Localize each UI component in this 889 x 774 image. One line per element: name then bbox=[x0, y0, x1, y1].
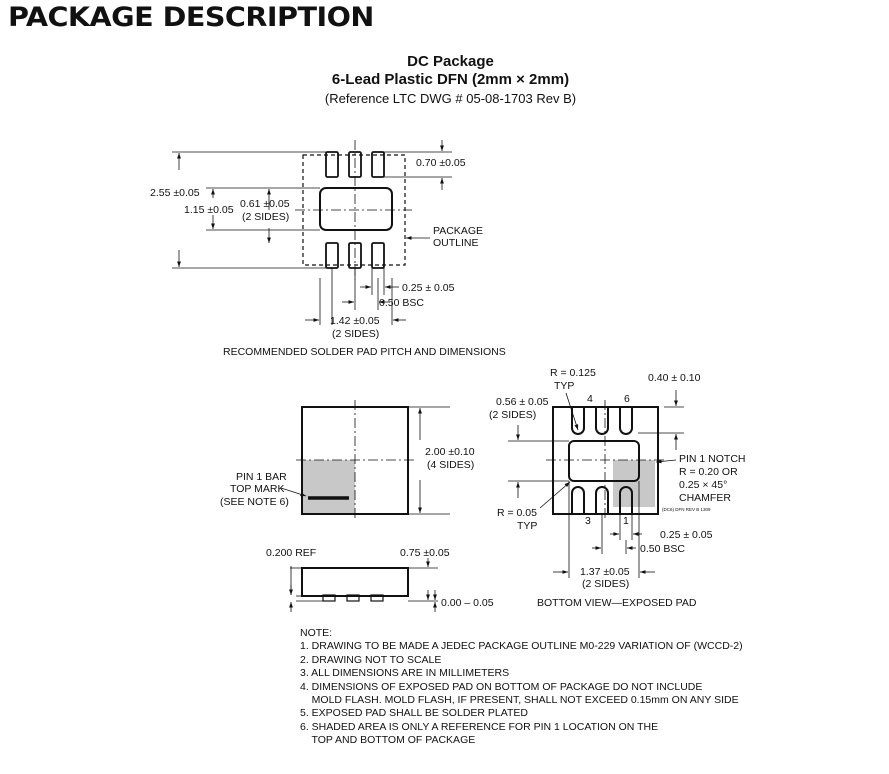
note-item: 4. DIMENSIONS OF EXPOSED PAD ON BOTTOM O… bbox=[300, 680, 703, 693]
dim-pad-width-note: (2 SIDES) bbox=[489, 409, 536, 421]
solder-pad-lead bbox=[371, 151, 385, 178]
dim-standoff: 0.00 – 0.05 bbox=[441, 597, 494, 609]
pin-number: 1 bbox=[623, 515, 629, 527]
bottom-lead bbox=[595, 407, 609, 435]
solder-pad-lead bbox=[348, 151, 362, 178]
dim-pitch: 0.50 BSC bbox=[379, 297, 424, 309]
side-view-lead bbox=[370, 594, 384, 602]
outline-label: OUTLINE bbox=[433, 237, 479, 249]
top-view bbox=[280, 400, 450, 520]
bottom-lead bbox=[571, 407, 585, 435]
dim-lead-length: 0.70 ±0.05 bbox=[416, 157, 466, 169]
pin1-label: TOP MARK bbox=[230, 483, 284, 495]
note-item: 6. SHADED AREA IS ONLY A REFERENCE FOR P… bbox=[300, 720, 659, 733]
outline-label: PACKAGE bbox=[433, 225, 483, 237]
dim-radius-top-note: TYP bbox=[554, 380, 574, 392]
solder-center-pad bbox=[319, 187, 393, 231]
dim-total: 1.37 ±0.05 bbox=[580, 566, 630, 578]
bottom-view-labels: R = 0.125 TYP 0.40 ± 0.10 0.56 ± 0.05 (2… bbox=[489, 367, 746, 609]
package-title: DC Package bbox=[407, 53, 494, 70]
dim-pad-width: 0.61 ±0.05 bbox=[240, 198, 290, 210]
solder-pad-labels: 2.55 ±0.05 1.15 ±0.05 0.61 ±0.05 (2 SIDE… bbox=[150, 157, 506, 358]
dim-height: 0.75 ±0.05 bbox=[400, 547, 450, 559]
page-title: PACKAGE DESCRIPTION bbox=[8, 2, 374, 33]
dim-radius-bottom: R = 0.05 bbox=[497, 507, 537, 519]
note-item: 2. DRAWING NOT TO SCALE bbox=[300, 653, 442, 666]
side-view-lead bbox=[322, 594, 336, 602]
dim-total-note: (2 SIDES) bbox=[582, 578, 629, 590]
dim-radius-top: R = 0.125 bbox=[550, 367, 596, 379]
solder-pad-lead bbox=[325, 242, 339, 269]
dim-lead-width: 0.25 ± 0.05 bbox=[402, 282, 455, 294]
side-view-body bbox=[301, 567, 409, 597]
notch-label: CHAMFER bbox=[679, 492, 731, 504]
dim-overall: 2.55 ±0.05 bbox=[150, 187, 200, 199]
exposed-pad bbox=[568, 440, 640, 482]
bottom-lead bbox=[619, 486, 633, 514]
bottom-lead bbox=[619, 407, 633, 435]
solder-pad-caption: RECOMMENDED SOLDER PAD PITCH AND DIMENSI… bbox=[223, 346, 506, 358]
dim-total: 1.42 ±0.05 bbox=[330, 315, 380, 327]
top-view-labels: 2.00 ±0.10 (4 SIDES) PIN 1 BAR TOP MARK … bbox=[220, 446, 475, 508]
pin1-label: PIN 1 BAR bbox=[236, 471, 287, 483]
drawing-code: (DC6) DFN REV B 1309 bbox=[662, 507, 711, 512]
dim-radius-bottom-note: TYP bbox=[517, 520, 537, 532]
dim-lead-length: 0.40 ± 0.10 bbox=[648, 372, 701, 384]
dim-body-size-note: (4 SIDES) bbox=[427, 459, 474, 471]
side-view-lead bbox=[346, 594, 360, 602]
notes-block: NOTE: 1. DRAWING TO BE MADE A JEDEC PACK… bbox=[300, 627, 743, 748]
pin1-shaded-area bbox=[302, 460, 355, 514]
dim-pad-width: 0.56 ± 0.05 bbox=[496, 396, 549, 408]
pin1-shaded-area bbox=[613, 460, 655, 507]
side-view-labels: 0.200 REF 0.75 ±0.05 0.00 – 0.05 bbox=[266, 547, 494, 609]
dim-pitch: 0.50 BSC bbox=[640, 543, 685, 555]
solder-pad-lead bbox=[325, 151, 339, 178]
solder-pad-view bbox=[172, 140, 452, 325]
notch-label: R = 0.20 OR bbox=[679, 466, 738, 478]
package-subtitle: 6-Lead Plastic DFN (2mm × 2mm) bbox=[331, 71, 570, 88]
package-reference: (Reference LTC DWG # 05-08-1703 Rev B) bbox=[324, 91, 577, 106]
pin-number: 6 bbox=[624, 393, 630, 405]
dim-body-size: 2.00 ±0.10 bbox=[425, 446, 475, 458]
pin1-label: (SEE NOTE 6) bbox=[220, 496, 289, 508]
dim-pad-height: 1.15 ±0.05 bbox=[184, 204, 234, 216]
bottom-view-caption: BOTTOM VIEW—EXPOSED PAD bbox=[537, 597, 697, 609]
note-item: 5. EXPOSED PAD SHALL BE SOLDER PLATED bbox=[300, 707, 528, 720]
note-item: TOP AND BOTTOM OF PACKAGE bbox=[300, 734, 476, 747]
side-view bbox=[289, 558, 438, 612]
note-item: MOLD FLASH. MOLD FLASH, IF PRESENT, SHAL… bbox=[300, 694, 739, 707]
bottom-view bbox=[508, 390, 684, 578]
solder-pad-lead bbox=[371, 242, 385, 269]
notch-label: PIN 1 NOTCH bbox=[679, 453, 746, 465]
notes-heading: NOTE: bbox=[300, 627, 333, 639]
dim-ref: 0.200 REF bbox=[266, 547, 316, 559]
dim-total-note: (2 SIDES) bbox=[332, 328, 379, 340]
dim-pad-width-note: (2 SIDES) bbox=[242, 211, 289, 223]
dim-lead-width: 0.25 ± 0.05 bbox=[660, 529, 713, 541]
note-item: 1. DRAWING TO BE MADE A JEDEC PACKAGE OU… bbox=[300, 640, 743, 653]
pin-number: 4 bbox=[587, 393, 593, 405]
note-item: 3. ALL DIMENSIONS ARE IN MILLIMETERS bbox=[300, 667, 510, 680]
notch-label: 0.25 × 45° bbox=[679, 479, 727, 491]
pin-number: 3 bbox=[585, 515, 591, 527]
bottom-lead bbox=[571, 486, 585, 514]
bottom-lead bbox=[595, 486, 609, 514]
